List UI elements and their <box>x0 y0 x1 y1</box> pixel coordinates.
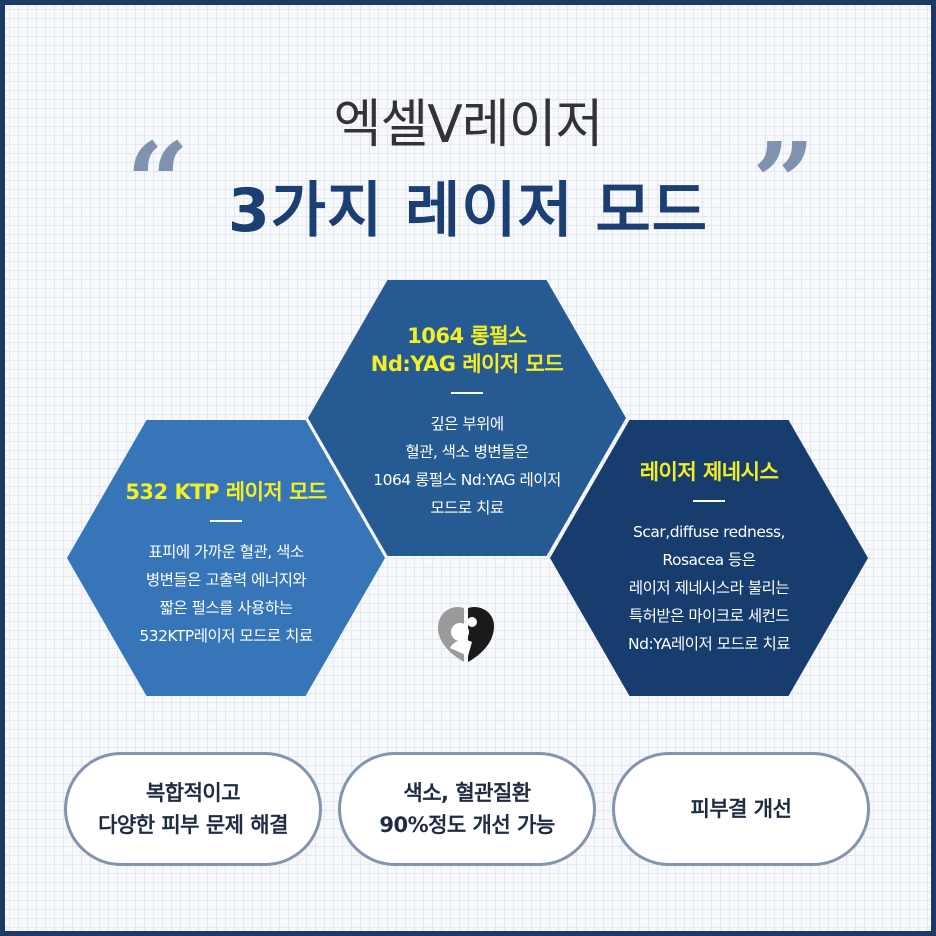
hexagon-ktp-mode: 532 KTP 레이저 모드 표피에 가까운 혈관, 색소 병변들은 고출력 에… <box>67 420 385 696</box>
hexagon-longpulse-mode: 1064 롱펄스 Nd:YAG 레이저 모드 깊은 부위에 혈관, 색소 병변들… <box>308 280 626 556</box>
hexagon-description: 깊은 부위에 혈관, 색소 병변들은 1064 롱펄스 Nd:YAG 레이저 모… <box>373 415 561 517</box>
hexagon-divider <box>451 392 483 394</box>
hexagon-divider <box>210 520 242 522</box>
clinic-logo-icon <box>438 606 494 662</box>
hexagon-description: 표피에 가까운 혈관, 색소 병변들은 고출력 에너지와 짧은 펄스를 사용하는… <box>139 543 313 645</box>
page-title: 3가지 레이저 모드 <box>228 176 708 246</box>
benefit-pill: 색소, 혈관질환 90%정도 개선 가능 <box>338 752 596 866</box>
hexagon-heading: 532 KTP 레이저 모드 <box>125 480 327 504</box>
close-quote-mark: ” <box>752 118 816 247</box>
open-quote-mark: “ <box>126 118 190 247</box>
benefit-pill: 피부결 개선 <box>612 752 870 866</box>
page-subtitle: 엑셀V레이저 <box>333 95 604 155</box>
benefit-pill: 복합적이고 다양한 피부 문제 해결 <box>64 752 322 866</box>
hexagon-heading: 레이저 제네시스 <box>639 460 779 484</box>
hexagon-genesis-mode: 레이저 제네시스 Scar,diffuse redness, Rosacea 등… <box>550 420 868 696</box>
hexagon-heading: 1064 롱펄스 Nd:YAG 레이저 모드 <box>370 324 564 376</box>
hexagon-divider <box>693 500 725 502</box>
hexagon-description: Scar,diffuse redness, Rosacea 등은 레이저 제네시… <box>628 523 790 653</box>
